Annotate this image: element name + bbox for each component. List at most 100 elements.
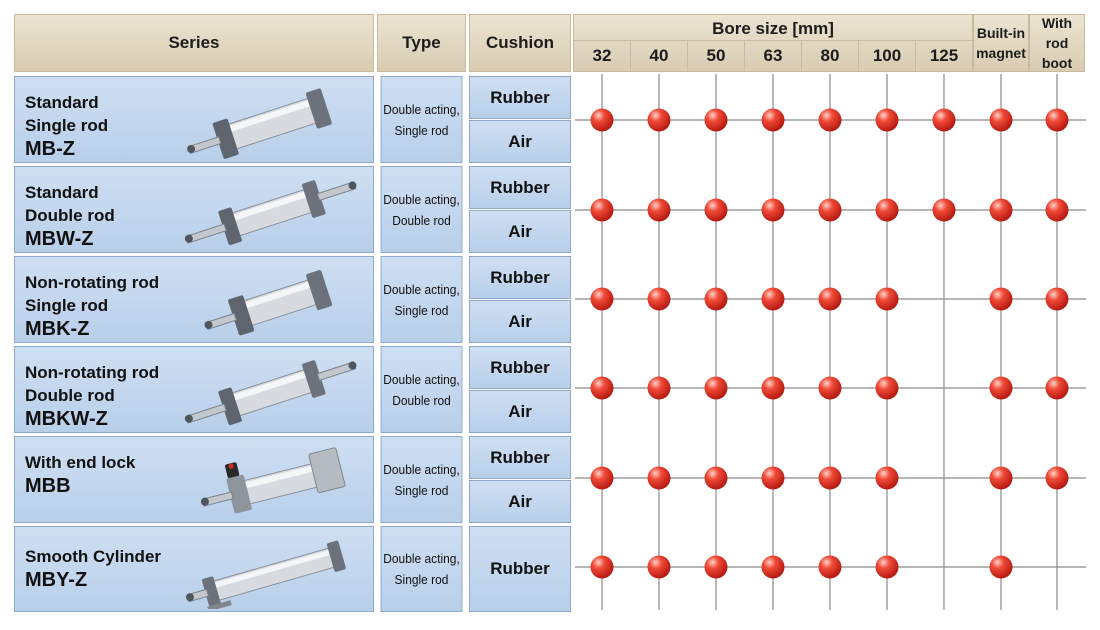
availability-dot (647, 555, 671, 579)
availability-dot (590, 555, 614, 579)
availability-dot (590, 108, 614, 132)
end-lock-cylinder-image (200, 447, 346, 514)
availability-dot (818, 287, 842, 311)
availability-dot (818, 466, 842, 490)
availability-dot (761, 108, 785, 132)
availability-dot (818, 555, 842, 579)
availability-dot (1045, 466, 1069, 490)
availability-dot (704, 376, 728, 400)
availability-dot (590, 287, 614, 311)
availability-dot (761, 287, 785, 311)
availability-dot (761, 555, 785, 579)
type-cell: Double acting, Double rod (380, 166, 463, 253)
availability-dot (989, 198, 1013, 222)
header-cushion: Cushion (469, 14, 571, 72)
availability-dot (704, 108, 728, 132)
availability-dot (1045, 376, 1069, 400)
series-code: MBW-Z (25, 228, 94, 250)
series-code: MBKW-Z (25, 408, 108, 430)
bore-size-title: Bore size [mm] (712, 19, 834, 38)
availability-dot (590, 466, 614, 490)
availability-dot (1045, 108, 1069, 132)
bore-size-63: 63 (744, 41, 801, 71)
header-built-in-magnet: Built-in magnet (973, 14, 1029, 72)
availability-dot (875, 287, 899, 311)
availability-dot (932, 108, 956, 132)
availability-dot (1045, 198, 1069, 222)
header-bore-size: Bore size [mm] 32 40 50 63 80 100 125 (573, 14, 973, 72)
double-rod-cylinder-image (184, 180, 357, 246)
type-cell: Double acting, Double rod (380, 346, 463, 433)
bore-size-32: 32 (592, 46, 612, 65)
availability-dot (875, 108, 899, 132)
availability-dot (875, 198, 899, 222)
availability-dot (590, 198, 614, 222)
header-rod-boot: With rod boot (1029, 14, 1085, 72)
double-rod-cylinder-image (184, 360, 357, 426)
availability-dot (761, 198, 785, 222)
availability-dot (989, 555, 1013, 579)
header-series: Series (14, 14, 374, 72)
availability-dot (818, 376, 842, 400)
type-cell: Double acting, Single rod (380, 436, 463, 523)
cushion-rubber: Rubber (469, 526, 571, 612)
cushion-rubber: Rubber (469, 346, 571, 389)
series-code: MBY-Z (25, 569, 88, 591)
single-rod-cylinder-image (204, 270, 333, 336)
cushion-air: Air (469, 300, 571, 343)
availability-dot (647, 108, 671, 132)
bore-size-100: 100 (858, 41, 915, 71)
availability-dot (818, 198, 842, 222)
availability-dot (647, 198, 671, 222)
availability-dot (875, 376, 899, 400)
smooth-cylinder-image (185, 540, 346, 609)
availability-dot (704, 555, 728, 579)
type-cell: Double acting, Single rod (380, 76, 463, 163)
header-type: Type (377, 14, 466, 72)
availability-dot (989, 108, 1013, 132)
cushion-air: Air (469, 390, 571, 433)
bore-size-40: 40 (630, 41, 687, 71)
cushion-rubber: Rubber (469, 436, 571, 479)
availability-dot (761, 466, 785, 490)
type-cell: Double acting, Single rod (380, 526, 463, 612)
cushion-air: Air (469, 210, 571, 253)
cushion-air: Air (469, 120, 571, 163)
series-code: MB-Z (25, 138, 75, 160)
availability-dot (647, 376, 671, 400)
availability-dot (1045, 287, 1069, 311)
cushion-rubber: Rubber (469, 76, 571, 119)
availability-dot (989, 287, 1013, 311)
availability-dot (818, 108, 842, 132)
series-code: MBK-Z (25, 318, 90, 340)
bore-size-125: 125 (915, 41, 972, 71)
cushion-rubber: Rubber (469, 256, 571, 299)
availability-dot (761, 376, 785, 400)
bore-size-80: 80 (801, 41, 858, 71)
cushion-air: Air (469, 480, 571, 523)
availability-dot (932, 198, 956, 222)
availability-dot (647, 466, 671, 490)
availability-dot (875, 555, 899, 579)
availability-dot (875, 466, 899, 490)
availability-dot (989, 466, 1013, 490)
availability-dot (704, 466, 728, 490)
availability-dot (989, 376, 1013, 400)
single-rod-cylinder-image (187, 88, 332, 159)
bore-size-50: 50 (687, 41, 744, 71)
series-code: MBB (25, 475, 71, 497)
cushion-rubber: Rubber (469, 166, 571, 209)
